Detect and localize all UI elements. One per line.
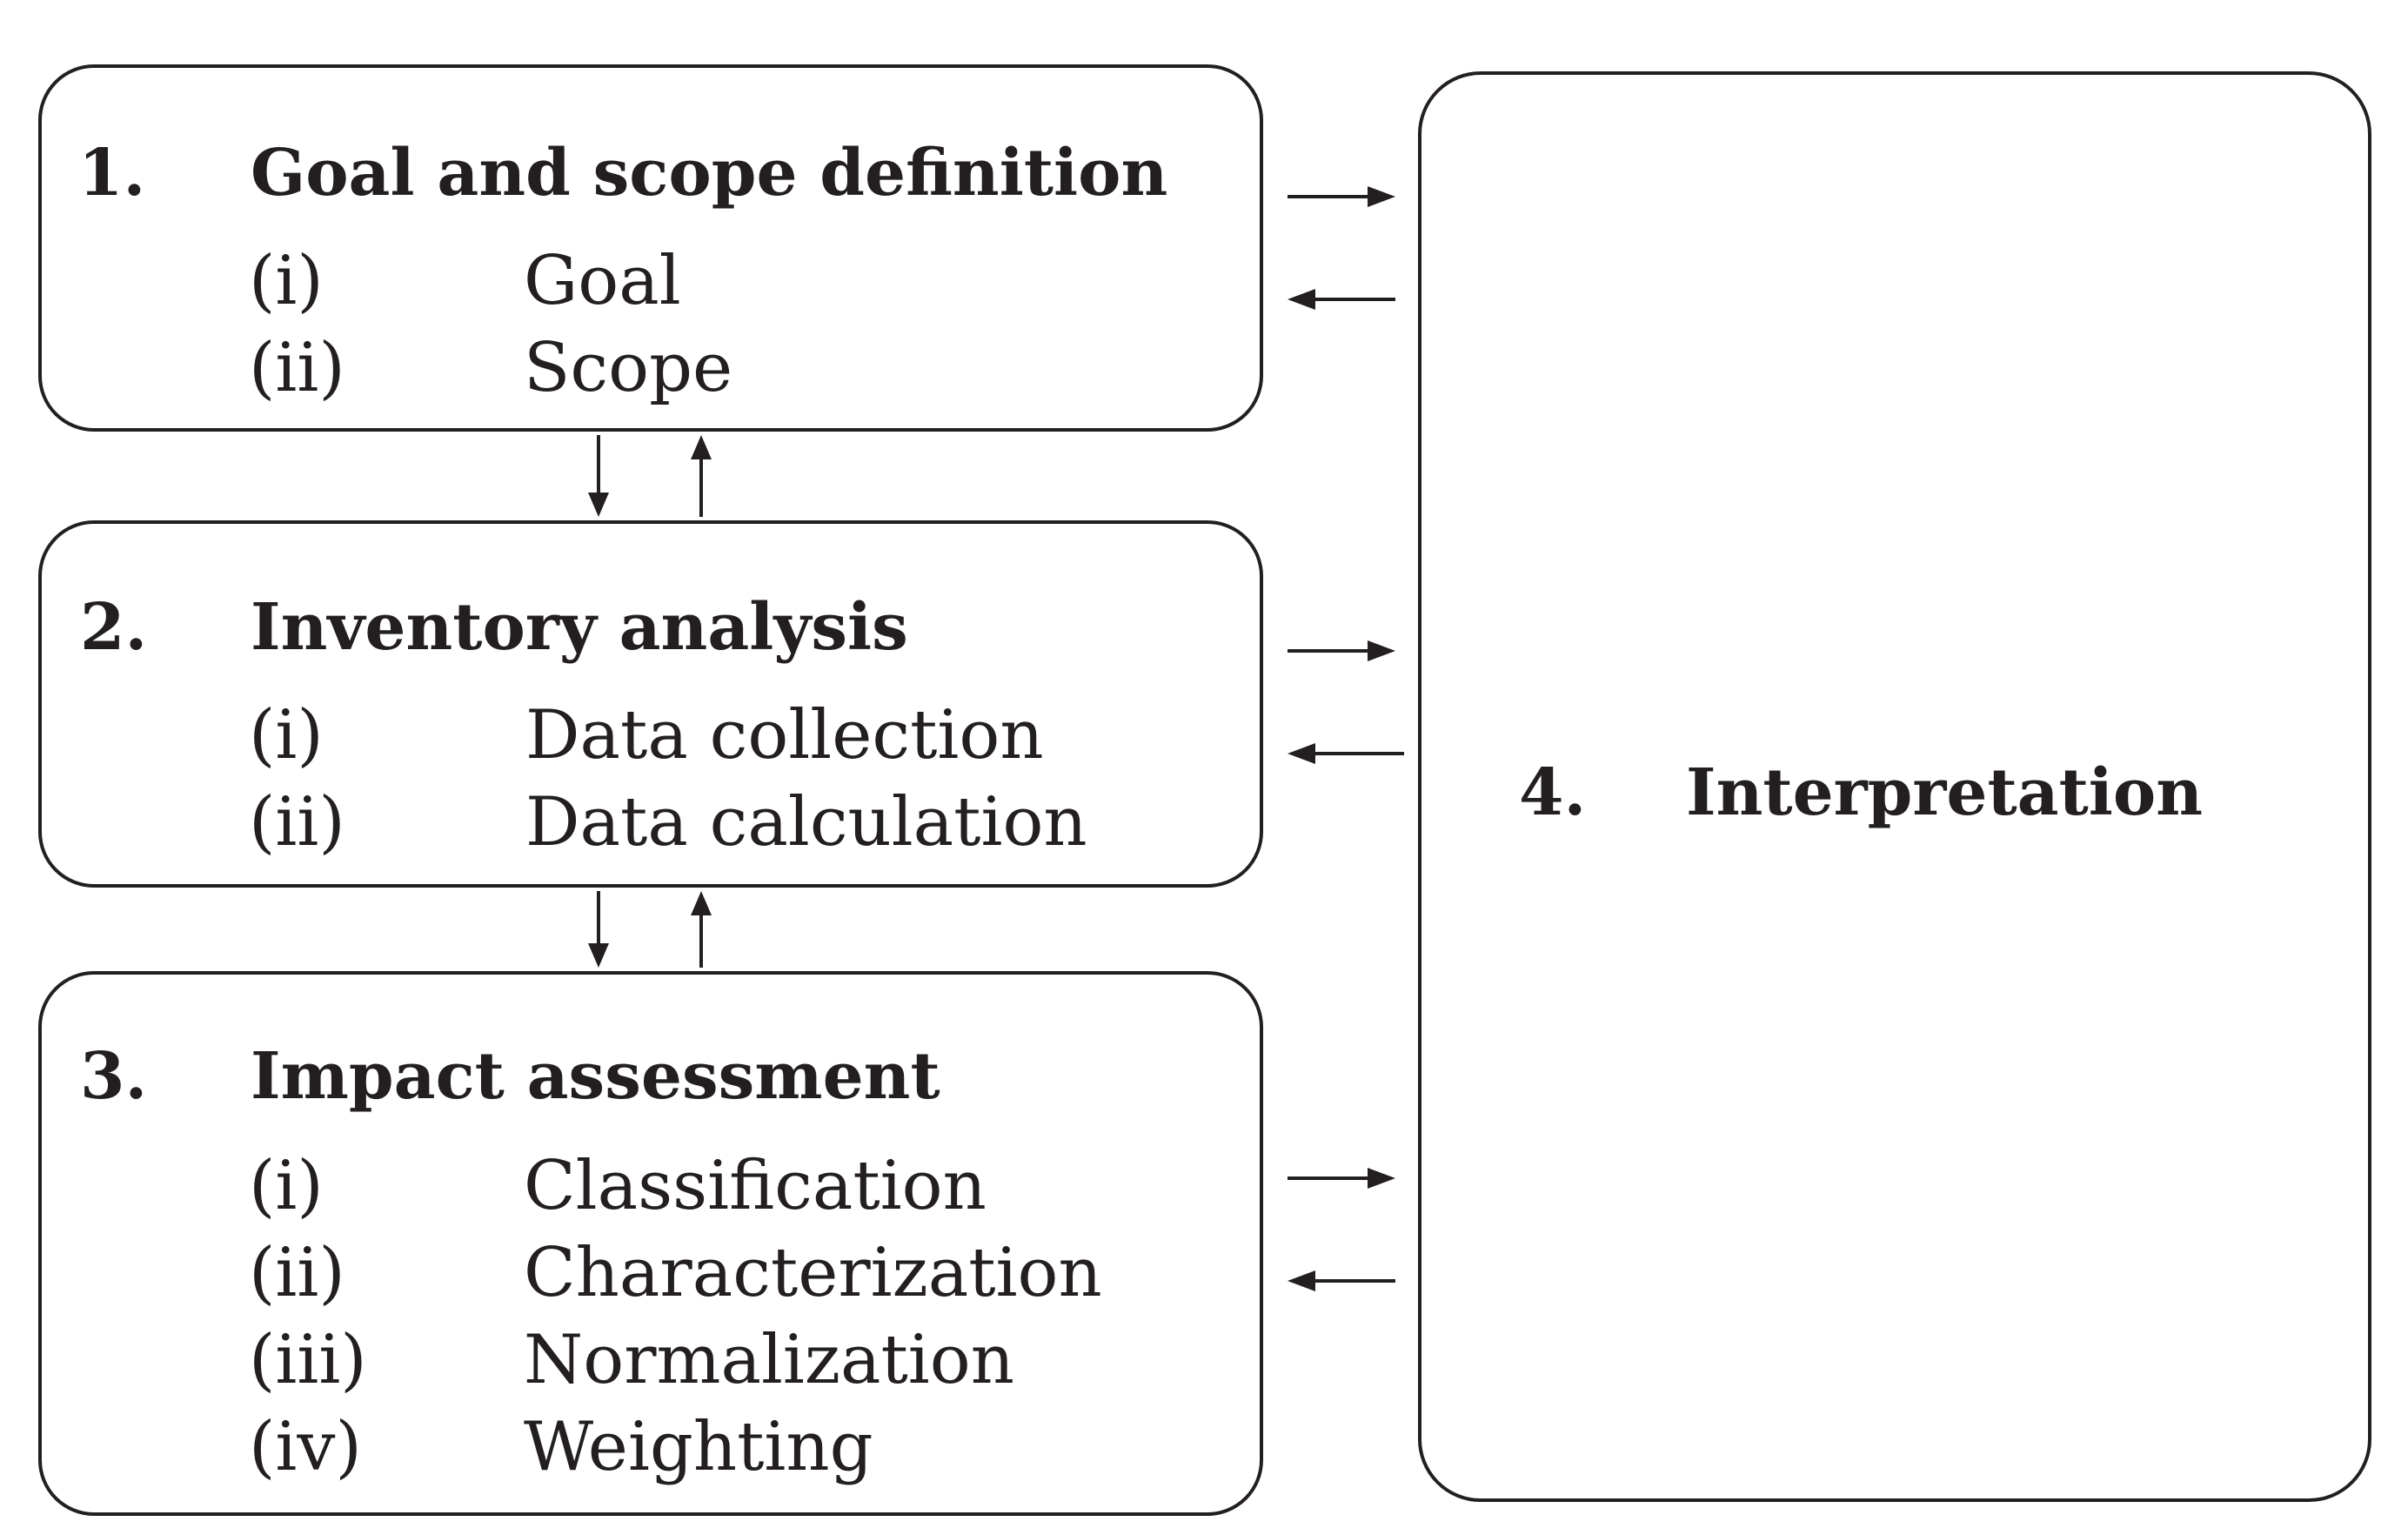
step-number: 1. [78, 136, 146, 211]
step-title: Inventory analysis [251, 590, 908, 665]
item-roman: (iv) [249, 1408, 362, 1486]
item-roman: (i) [249, 696, 324, 774]
item-label: Scope [524, 329, 733, 407]
arrow-right-2-4 [1288, 640, 1395, 661]
item-roman: (ii) [249, 783, 345, 861]
item-roman: (iii) [249, 1321, 367, 1399]
arrow-left-4-3 [1288, 1270, 1395, 1291]
impact-assessment-box [38, 971, 1263, 1516]
inventory-analysis-box [38, 520, 1263, 888]
item-roman: (i) [249, 242, 324, 320]
item-roman: (ii) [249, 329, 345, 407]
step-number: 4. [1519, 755, 1587, 830]
item-label: Weighting [524, 1408, 873, 1486]
interpretation-title: Interpretation [1686, 755, 2204, 830]
step-number: 2. [80, 590, 148, 665]
item-label: Normalization [524, 1321, 1014, 1399]
arrow-right-1-4 [1288, 186, 1395, 207]
arrow-down-2-3 [588, 891, 609, 968]
item-roman: (ii) [249, 1234, 345, 1312]
arrow-left-4-1 [1288, 289, 1395, 310]
item-label: Characterization [524, 1234, 1102, 1312]
item-roman: (i) [249, 1147, 324, 1225]
item-label: Data calculation [525, 783, 1087, 861]
arrow-up-2-1 [691, 435, 712, 517]
arrow-up-3-2 [691, 891, 712, 968]
interpretation-box [1418, 71, 2371, 1502]
step-title: Impact assessment [251, 1039, 940, 1114]
arrow-down-1-2 [588, 435, 609, 517]
item-label: Data collection [525, 696, 1044, 774]
arrow-left-4-2 [1288, 743, 1404, 764]
step-title: Goal and scope definition [251, 136, 1168, 211]
step-number: 3. [80, 1039, 148, 1114]
goal-scope-box [38, 64, 1263, 432]
arrow-right-3-4 [1288, 1168, 1395, 1189]
item-label: Goal [524, 242, 681, 320]
item-label: Classification [524, 1147, 987, 1225]
